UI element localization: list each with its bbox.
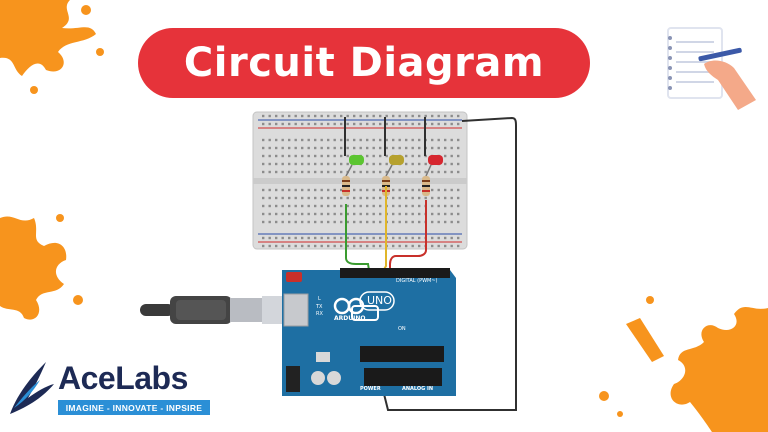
resistor-3 — [422, 176, 430, 196]
board-l-label: L — [318, 296, 321, 302]
board-rx-label: RX — [316, 311, 323, 317]
splash-top-left — [0, 0, 104, 94]
brand-tagline: IMAGINE - INNOVATE - INPSIRE — [58, 400, 210, 415]
page-title: Circuit Diagram — [138, 28, 590, 98]
ground-wire — [383, 116, 517, 411]
led-yellow — [385, 155, 404, 177]
resistor-1 — [342, 176, 350, 196]
wire-green — [345, 204, 371, 277]
bird-icon — [10, 362, 54, 414]
board-on-label: ON — [398, 326, 406, 332]
splash-bottom-right — [599, 296, 768, 432]
board-power-label: POWER — [360, 386, 381, 392]
notepad-writing-icon — [667, 27, 756, 110]
board-digital-label: DIGITAL (PWM~) — [396, 278, 438, 284]
arduino-board — [282, 268, 456, 396]
wire-red — [389, 200, 427, 276]
led-jumpers — [344, 117, 426, 156]
led-green — [345, 155, 364, 177]
board-model-label: UNO — [367, 294, 392, 307]
board-analog-label: ANALOG IN — [402, 386, 434, 392]
board-tx-label: TX — [316, 304, 323, 310]
breadboard — [252, 111, 468, 250]
led-red — [425, 155, 443, 177]
acelabs-logo: AceLabs IMAGINE - INNOVATE - INPSIRE — [6, 358, 216, 418]
splash-left — [0, 214, 83, 320]
brand-name: AceLabs — [58, 360, 188, 396]
usb-cable — [140, 296, 290, 324]
board-brand-label: ARDUINO — [334, 315, 366, 322]
